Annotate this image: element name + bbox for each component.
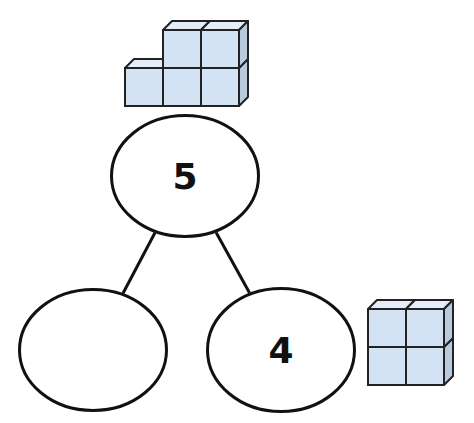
number-circle bbox=[18, 288, 168, 412]
circle-outline bbox=[18, 288, 168, 412]
cube bbox=[201, 21, 248, 68]
number-label: 5 bbox=[172, 156, 197, 197]
cube bbox=[406, 300, 453, 347]
connector-line bbox=[123, 233, 155, 293]
connector-line bbox=[216, 232, 249, 292]
number-circle: 5 bbox=[110, 114, 260, 238]
number-circle: 4 bbox=[206, 287, 356, 413]
number-label: 4 bbox=[268, 330, 293, 371]
